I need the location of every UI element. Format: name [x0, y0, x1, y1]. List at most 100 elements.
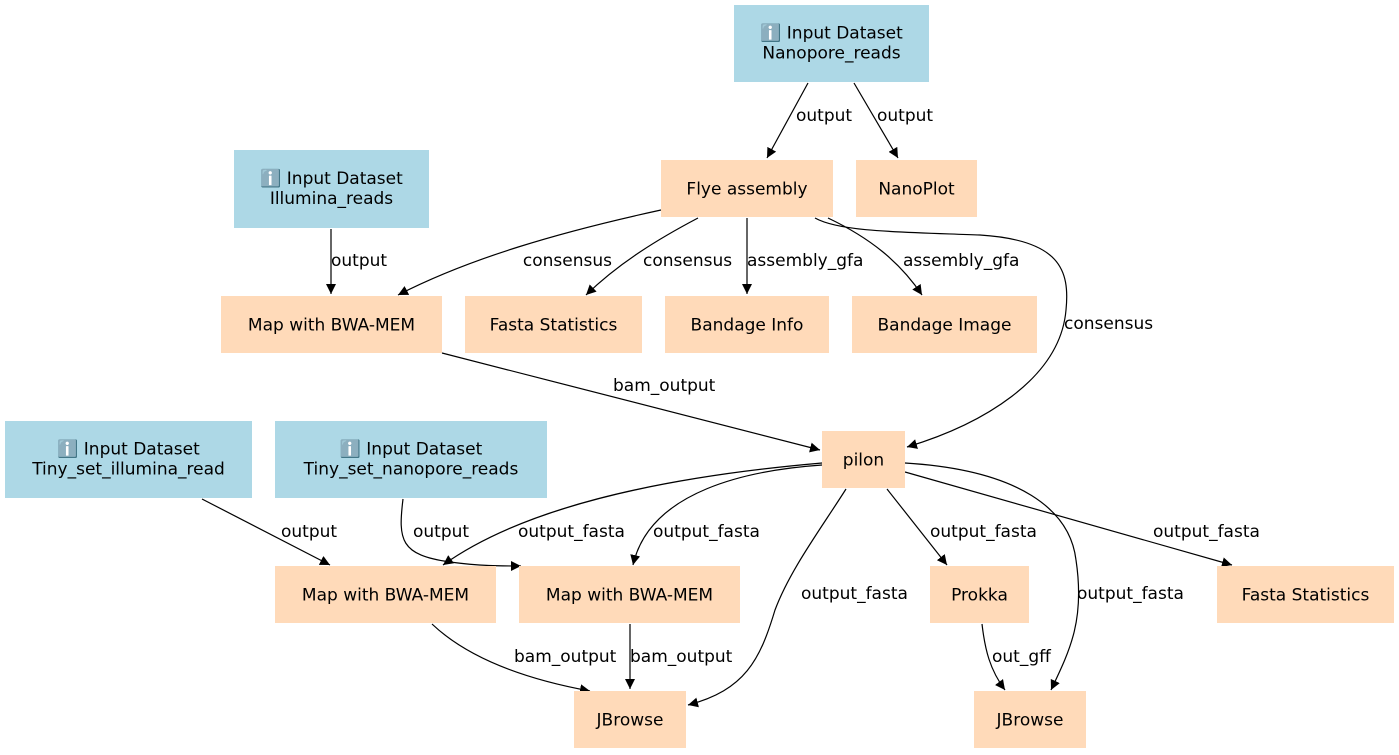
- edge-prokka-to-jbrowse_2: out_gff: [981, 623, 1052, 691]
- edge-pilon-to-prokka: output_fasta: [886, 488, 1037, 566]
- edge-pilon-to-jbrowse_1: output_fasta: [687, 488, 908, 708]
- edge-tiny_illumina_input-to-bwa_mem_2: output: [201, 498, 337, 566]
- node-dataset-name: Illumina_reads: [270, 189, 393, 209]
- tool-node-fasta-stats-1[interactable]: Fasta Statistics: [465, 296, 642, 353]
- tool-node-bwa-mem-1[interactable]: Map with BWA-MEM: [221, 296, 442, 353]
- node-box: [974, 691, 1086, 748]
- node-box: [275, 421, 547, 498]
- edge-arrow: [886, 488, 948, 566]
- edge-arrow: [431, 623, 591, 695]
- node-box: [221, 296, 442, 353]
- node-box: [574, 691, 686, 748]
- edge-arrow: [441, 352, 821, 453]
- tool-node-prokka[interactable]: Prokka: [930, 566, 1029, 623]
- edge-arrow: [397, 209, 662, 296]
- edge-pilon-to-bwa_mem_3: output_fasta: [630, 464, 823, 566]
- edge-arrow: [853, 82, 899, 159]
- tool-node-bandage-image[interactable]: Bandage Image: [852, 296, 1037, 353]
- node-box: [822, 431, 905, 488]
- edge-arrow: [981, 623, 1006, 691]
- node-box: [856, 160, 977, 217]
- edge-label: output_fasta: [801, 584, 908, 604]
- edge-nanopore_input-to-flye: output: [766, 82, 852, 159]
- node-label: pilon: [843, 451, 884, 471]
- node-label: Map with BWA-MEM: [546, 586, 713, 606]
- edge-pilon-to-bwa_mem_2: output_fasta: [442, 462, 823, 566]
- node-box: [1217, 566, 1394, 623]
- node-title-label: Input Dataset: [366, 440, 482, 460]
- edge-label: assembly_gfa: [747, 251, 863, 271]
- edge-label: output_fasta: [518, 522, 625, 542]
- edge-label: consensus: [643, 251, 732, 271]
- edge-label: consensus: [1064, 314, 1153, 334]
- node-title-label: Input Dataset: [787, 24, 903, 44]
- edge-arrow: [766, 82, 809, 159]
- tool-node-nanoplot[interactable]: NanoPlot: [856, 160, 977, 217]
- tool-node-jbrowse-2[interactable]: JBrowse: [974, 691, 1086, 748]
- node-dataset-name: Nanopore_reads: [762, 44, 900, 64]
- edge-bwa_mem_3-to-jbrowse_1: bam_output: [625, 624, 733, 689]
- node-box: [519, 566, 740, 623]
- node-title: ℹ️ Input Dataset: [57, 439, 200, 460]
- node-box: [5, 421, 252, 498]
- edge-bwa_mem_1-to-pilon: bam_output: [441, 352, 821, 453]
- edge-pilon-to-fasta_stats_2: output_fasta: [904, 471, 1260, 568]
- node-title: ℹ️ Input Dataset: [260, 168, 403, 189]
- node-box: [234, 150, 429, 228]
- tool-node-fasta-stats-2[interactable]: Fasta Statistics: [1217, 566, 1394, 623]
- tool-node-pilon[interactable]: pilon: [822, 431, 905, 488]
- edge-illumina_input-to-bwa_mem_1: output: [326, 229, 387, 294]
- edge-arrow: [814, 217, 1068, 449]
- tool-node-jbrowse-1[interactable]: JBrowse: [574, 691, 686, 748]
- edge-label: output: [331, 251, 387, 271]
- edge-label: bam_output: [514, 647, 617, 667]
- edge-label: consensus: [523, 251, 612, 271]
- edges-layer: output output output consensus consensus asse…: [201, 82, 1260, 708]
- edge-label: output_fasta: [930, 522, 1037, 542]
- tool-node-bwa-mem-2[interactable]: Map with BWA-MEM: [275, 566, 496, 623]
- node-box: [661, 160, 833, 217]
- edge-flye-to-pilon: consensus: [814, 217, 1153, 449]
- edge-flye-to-bandage_info: assembly_gfa: [742, 218, 863, 294]
- edge-label: output: [796, 106, 852, 126]
- edge-flye-to-bandage_image: assembly_gfa: [827, 217, 1019, 296]
- edge-label: output: [877, 106, 933, 126]
- edge-label: output_fasta: [653, 522, 760, 542]
- node-box: [275, 566, 496, 623]
- node-box: [465, 296, 642, 353]
- node-box: [852, 296, 1037, 353]
- node-label: Bandage Image: [878, 316, 1012, 336]
- edge-label: output_fasta: [1153, 522, 1260, 542]
- node-title-label: Input Dataset: [84, 440, 200, 460]
- node-label: Map with BWA-MEM: [248, 316, 415, 336]
- node-title: ℹ️ Input Dataset: [760, 23, 903, 44]
- tool-node-bandage-info[interactable]: Bandage Info: [665, 296, 829, 353]
- edge-label: output_fasta: [1077, 584, 1184, 604]
- edge-label: bam_output: [613, 376, 716, 396]
- tool-node-bwa-mem-3[interactable]: Map with BWA-MEM: [519, 566, 740, 623]
- node-box: [930, 566, 1029, 623]
- node-label: Bandage Info: [691, 316, 804, 336]
- edge-flye-to-bwa_mem_1: consensus: [397, 209, 662, 296]
- info-icon: ℹ️: [57, 439, 78, 460]
- edge-arrow: [201, 498, 331, 566]
- node-dataset-name: Tiny_set_nanopore_reads: [303, 460, 519, 480]
- edge-arrow: [827, 217, 923, 296]
- edge-arrow: [630, 464, 823, 566]
- edge-label: bam_output: [630, 647, 733, 667]
- info-icon: ℹ️: [260, 168, 281, 189]
- edge-pilon-to-jbrowse_2: output_fasta: [904, 462, 1184, 691]
- tool-node-flye[interactable]: Flye assembly: [661, 160, 833, 217]
- info-icon: ℹ️: [760, 23, 781, 44]
- node-box: [665, 296, 829, 353]
- edge-flye-to-fasta_stats_1: consensus: [585, 217, 732, 296]
- edge-arrow: [585, 217, 699, 296]
- node-label: NanoPlot: [878, 180, 955, 200]
- node-label: Flye assembly: [686, 180, 807, 200]
- edge-arrow: [904, 462, 1080, 691]
- edge-label: output: [413, 522, 469, 542]
